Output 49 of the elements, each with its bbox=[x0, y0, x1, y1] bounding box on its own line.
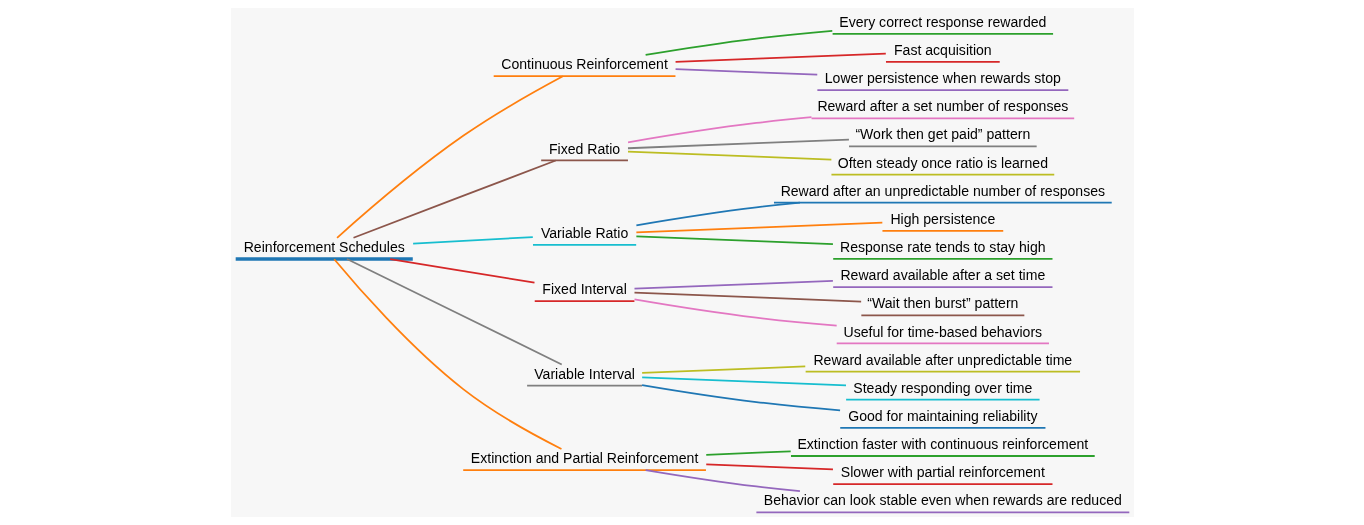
connector bbox=[633, 280, 834, 290]
node-text: Reward available after unpredictable time bbox=[812, 351, 1072, 368]
connector bbox=[674, 52, 887, 63]
node-text: Lower persistence when rewards stop bbox=[824, 70, 1061, 87]
connector bbox=[352, 159, 557, 239]
connector bbox=[626, 138, 850, 150]
connector bbox=[332, 258, 562, 450]
connector bbox=[388, 258, 535, 284]
node-text: Reinforcement Schedules bbox=[243, 239, 405, 256]
node-text: Often steady once ratio is learned bbox=[837, 154, 1048, 171]
node-text: “Wait then burst” pattern bbox=[866, 295, 1018, 312]
connector bbox=[704, 450, 792, 456]
node-text: Fixed Interval bbox=[541, 281, 627, 298]
connector bbox=[635, 235, 834, 245]
connector bbox=[674, 68, 818, 76]
connector bbox=[411, 236, 534, 245]
node-text: Variable Interval bbox=[533, 365, 635, 382]
node-text: High persistence bbox=[889, 210, 995, 227]
node-text: “Work then get paid” pattern bbox=[854, 126, 1030, 143]
connector bbox=[345, 258, 563, 366]
node-text: Response rate tends to stay high bbox=[839, 239, 1046, 256]
connector bbox=[644, 30, 833, 56]
connector bbox=[640, 365, 806, 374]
node-text: Fixed Ratio bbox=[548, 140, 620, 157]
connector bbox=[626, 150, 832, 161]
connector bbox=[633, 298, 838, 327]
node-text: Slower with partial reinforcement bbox=[840, 464, 1045, 481]
node-text: Reward available after a set time bbox=[839, 267, 1045, 284]
node-text: Every correct response rewarded bbox=[838, 13, 1046, 30]
connector bbox=[640, 384, 841, 412]
node-text: Behavior can look stable even when rewards are reduced bbox=[763, 492, 1122, 509]
connector bbox=[633, 291, 862, 303]
connector bbox=[335, 75, 564, 239]
node-text: Steady responding over time bbox=[852, 379, 1032, 396]
connector bbox=[704, 463, 834, 471]
connector bbox=[640, 376, 847, 387]
connector bbox=[635, 221, 883, 234]
node-text: Reward after a set number of responses bbox=[816, 98, 1068, 115]
connector bbox=[635, 201, 801, 227]
node-text: Good for maintaining reliability bbox=[847, 407, 1037, 424]
node-text: Useful for time-based behaviors bbox=[843, 323, 1042, 340]
connector bbox=[644, 469, 801, 493]
node-text: Extinction faster with continuous reinforcement bbox=[796, 436, 1088, 453]
node-text: Extinction and Partial Reinforcement bbox=[470, 450, 698, 467]
node-text: Variable Ratio bbox=[540, 224, 628, 241]
node-text: Continuous Reinforcement bbox=[500, 56, 668, 73]
connector bbox=[626, 116, 812, 144]
node-text: Reward after an unpredictable number of responses bbox=[780, 182, 1105, 199]
node-text: Fast acquisition bbox=[893, 42, 992, 59]
